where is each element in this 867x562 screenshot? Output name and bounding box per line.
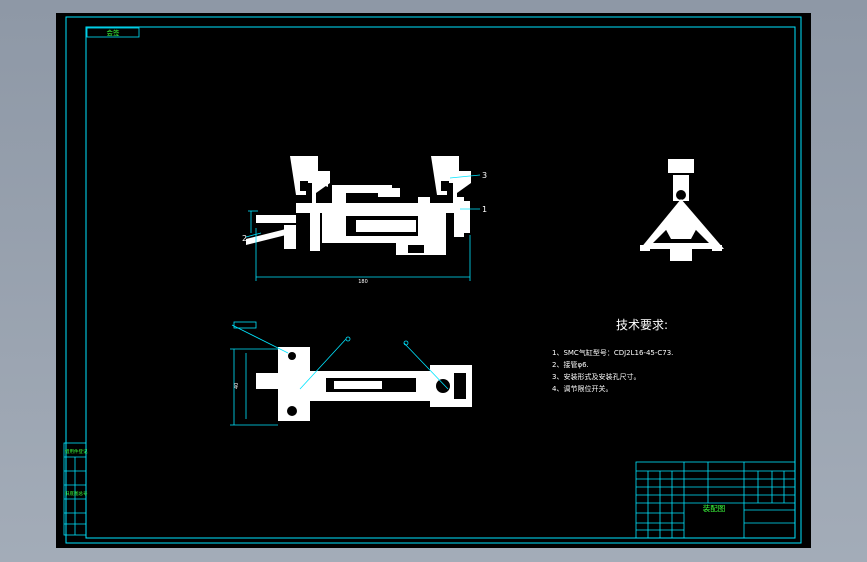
top-view bbox=[256, 347, 472, 421]
side-hex bbox=[664, 213, 698, 239]
top-tag-box: 会签 bbox=[86, 27, 140, 38]
front-view-annotations bbox=[245, 174, 481, 281]
top-left-rod bbox=[256, 373, 306, 389]
left-table-label: 借用件登记 bbox=[65, 448, 88, 455]
front-view-callouts: 3 1 2 180 bbox=[242, 171, 487, 285]
left-table-label: 旧底图总号 bbox=[65, 490, 88, 497]
tech-req-title: 技术要求: bbox=[616, 318, 668, 332]
left-clamp bbox=[290, 156, 330, 205]
technical-requirements: 技术要求: 1、SMC气缸型号：CDJ2L16-45-C73. 2、接管φ6. 3、… bbox=[552, 318, 673, 393]
cylinder-top bbox=[332, 185, 392, 193]
callout-1: 1 bbox=[482, 205, 487, 214]
side-view bbox=[640, 159, 724, 261]
main-rail bbox=[296, 203, 468, 213]
front-view bbox=[246, 156, 471, 255]
left-rod bbox=[246, 227, 294, 245]
tech-req-item: 1、SMC气缸型号：CDJ2L16-45-C73. bbox=[552, 348, 673, 357]
tech-req-item: 3、安装形式及安装孔尺寸。 bbox=[552, 372, 640, 381]
side-top-block bbox=[668, 159, 694, 173]
dim-length: 180 bbox=[358, 279, 368, 285]
callout-3: 3 bbox=[482, 171, 487, 180]
tech-req-item: 4、调节限位开关。 bbox=[552, 384, 612, 393]
left-edge-table bbox=[63, 442, 87, 536]
outer-frame bbox=[65, 16, 802, 544]
callout-2: 2 bbox=[242, 234, 247, 243]
tech-req-item: 2、接管φ6. bbox=[552, 360, 589, 369]
inner-frame bbox=[85, 26, 796, 539]
cad-drawing: 会签 bbox=[63, 16, 802, 544]
drawing-name: 装配图 bbox=[703, 503, 726, 513]
dim-height: 40 bbox=[234, 383, 240, 389]
top-tag-label: 会签 bbox=[107, 28, 121, 37]
right-clamp bbox=[431, 156, 471, 205]
title-block bbox=[635, 461, 796, 539]
drawing-sheet: 会签 bbox=[56, 13, 811, 548]
top-view-annotations bbox=[230, 321, 449, 426]
